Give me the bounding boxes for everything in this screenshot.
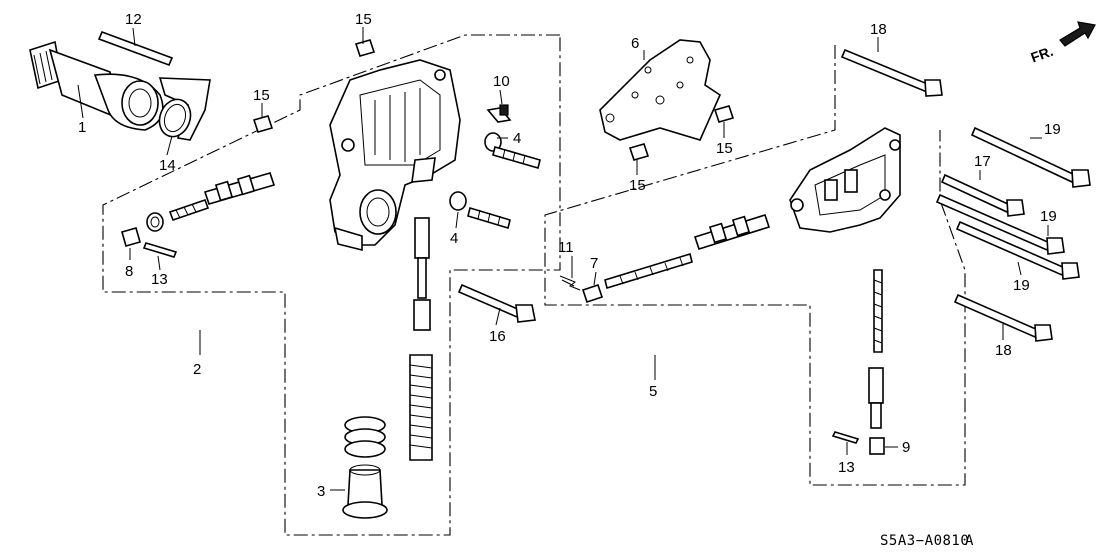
callout-19b: 19 <box>1040 208 1057 225</box>
roll-pin-13a <box>142 242 178 258</box>
vertical-valve-right <box>868 269 884 429</box>
callout-18a: 18 <box>870 21 887 38</box>
callout-2: 2 <box>193 361 201 378</box>
cap-part-9 <box>869 437 885 455</box>
roll-pin-13b <box>831 431 860 444</box>
callout-10: 10 <box>493 73 510 90</box>
dowel-pin-15d <box>713 105 735 123</box>
callout-9: 9 <box>902 439 910 456</box>
bolt-19c <box>955 220 1080 280</box>
callout-18b: 18 <box>995 342 1012 359</box>
bolt-16 <box>457 283 536 323</box>
callout-7: 7 <box>590 255 598 272</box>
left-valve-body <box>329 59 461 252</box>
separator-plate <box>599 39 722 141</box>
callout-15b: 15 <box>253 87 270 104</box>
callout-17: 17 <box>974 153 991 170</box>
dowel-pin-15b <box>252 115 274 133</box>
callout-15d: 15 <box>716 140 733 157</box>
right-valve-spool <box>604 214 771 290</box>
right-valve-body <box>789 127 901 233</box>
left-assembly-boundary <box>102 34 561 536</box>
drawing-code-suffix: A <box>965 533 974 549</box>
bolt-10 <box>486 104 512 123</box>
callout-8: 8 <box>125 263 133 280</box>
callout-5: 5 <box>649 383 657 400</box>
callout-19a: 19 <box>1044 121 1061 138</box>
callout-14: 14 <box>159 157 176 174</box>
vertical-valve-left <box>409 217 433 461</box>
front-direction-arrow: FR. <box>1029 21 1096 66</box>
leader-lines <box>77 27 1049 491</box>
callout-1: 1 <box>78 119 86 136</box>
callout-15a: 15 <box>355 11 372 28</box>
callout-12: 12 <box>125 11 142 28</box>
callout-16: 16 <box>489 328 506 345</box>
callout-4a: 4 <box>513 130 521 147</box>
bolt-18a <box>840 48 943 97</box>
collar-4b <box>449 191 511 230</box>
callout-19c: 19 <box>1013 277 1030 294</box>
plug-part-7 <box>581 283 604 304</box>
callout-3: 3 <box>317 483 325 500</box>
callout-13b: 13 <box>838 459 855 476</box>
drawing-code: S5A3−A0810 <box>880 533 969 549</box>
callout-13a: 13 <box>151 271 168 288</box>
retainer-part-3 <box>342 464 388 519</box>
dowel-pin-15c <box>628 143 650 161</box>
drawing-code-block: S5A3−A0810 A <box>880 533 974 549</box>
callout-15c: 15 <box>629 177 646 194</box>
right-assembly-boundary <box>544 45 966 486</box>
bolt-18b <box>953 293 1053 342</box>
bolt-19a <box>970 126 1091 188</box>
clip-part-11 <box>559 275 581 291</box>
front-label: FR. <box>1029 43 1056 66</box>
plug-part <box>146 212 164 232</box>
pin-part <box>97 30 174 67</box>
left-valve-spool <box>168 172 276 222</box>
callout-11: 11 <box>558 239 574 256</box>
spring-part-3 <box>344 416 386 458</box>
callout-6: 6 <box>631 35 639 52</box>
dowel-pin-15a <box>354 39 376 57</box>
bolt-19b <box>935 193 1065 255</box>
bolt-17 <box>940 173 1025 217</box>
cap-part <box>121 227 141 247</box>
shaft-part <box>29 40 211 141</box>
o-ring-part <box>158 98 192 138</box>
callout-4b: 4 <box>450 230 458 247</box>
callout-labels: 1 2 3 4 4 5 6 7 8 9 10 11 12 13 13 14 15… <box>78 11 1061 500</box>
